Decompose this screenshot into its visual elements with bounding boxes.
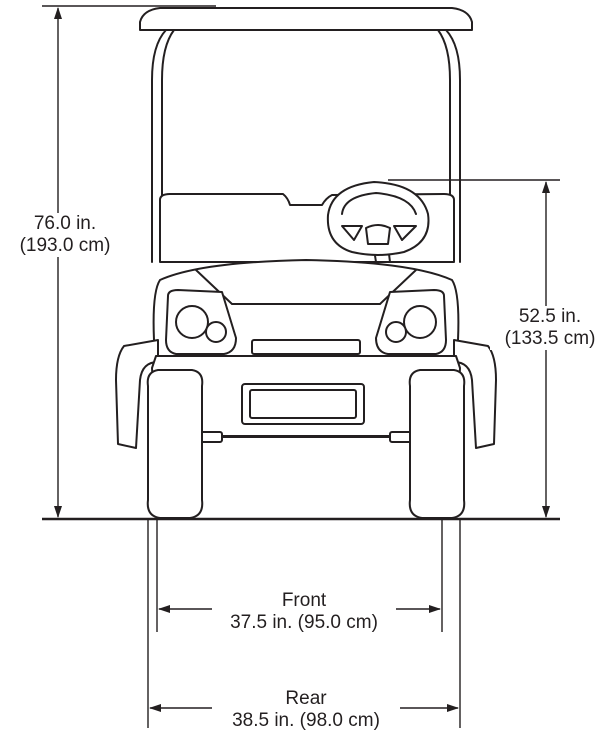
right-axle-joint [389,431,413,443]
steering-wheel-inner [341,192,417,215]
right-front-wheel [408,369,466,519]
left-roof-strut-inner [161,29,175,263]
golf-cart-outline [115,7,497,519]
left-front-wheel [146,369,204,519]
left-roof-strut [151,29,167,263]
right-roof-strut-inner [437,29,451,263]
left-headlight-large [175,305,209,339]
steering-spoke-left [341,225,363,241]
right-headlight-large [403,305,437,339]
upper-grille [251,339,361,355]
rear-track-label: Rear 38.5 in. (98.0 cm) [212,688,400,732]
body-upper-trim [195,269,417,305]
front-track-name: Front [281,590,327,611]
right-headlight-small [385,321,407,343]
roof-canopy [139,7,473,31]
left-headlight-small [205,321,227,343]
rear-track-name: Rear [285,688,327,709]
left-front-fender [115,339,159,449]
front-track-value: 37.5 in. (95.0 cm) [230,612,378,633]
front-details [175,305,437,425]
steering-spoke-right [393,225,417,241]
steering-hub [365,224,391,245]
height-dimension [42,5,216,518]
steering-height-label: 52.5 in. (133.5 cm) [490,306,610,350]
rear-track-value: 38.5 in. (98.0 cm) [232,710,380,731]
left-axle-joint [199,431,223,443]
lower-grille-inner [249,389,357,419]
front-track-label: Front 37.5 in. (95.0 cm) [212,590,396,634]
right-front-fender [453,339,497,449]
steering-height-cm: (133.5 cm) [504,328,596,349]
steering-height-inches: 52.5 in. [518,306,582,327]
track-dimensions [147,520,461,728]
height-label: 76.0 in. (193.0 cm) [6,213,124,257]
height-cm: (193.0 cm) [19,235,111,256]
right-roof-strut [445,29,461,263]
height-inches: 76.0 in. [33,213,97,234]
